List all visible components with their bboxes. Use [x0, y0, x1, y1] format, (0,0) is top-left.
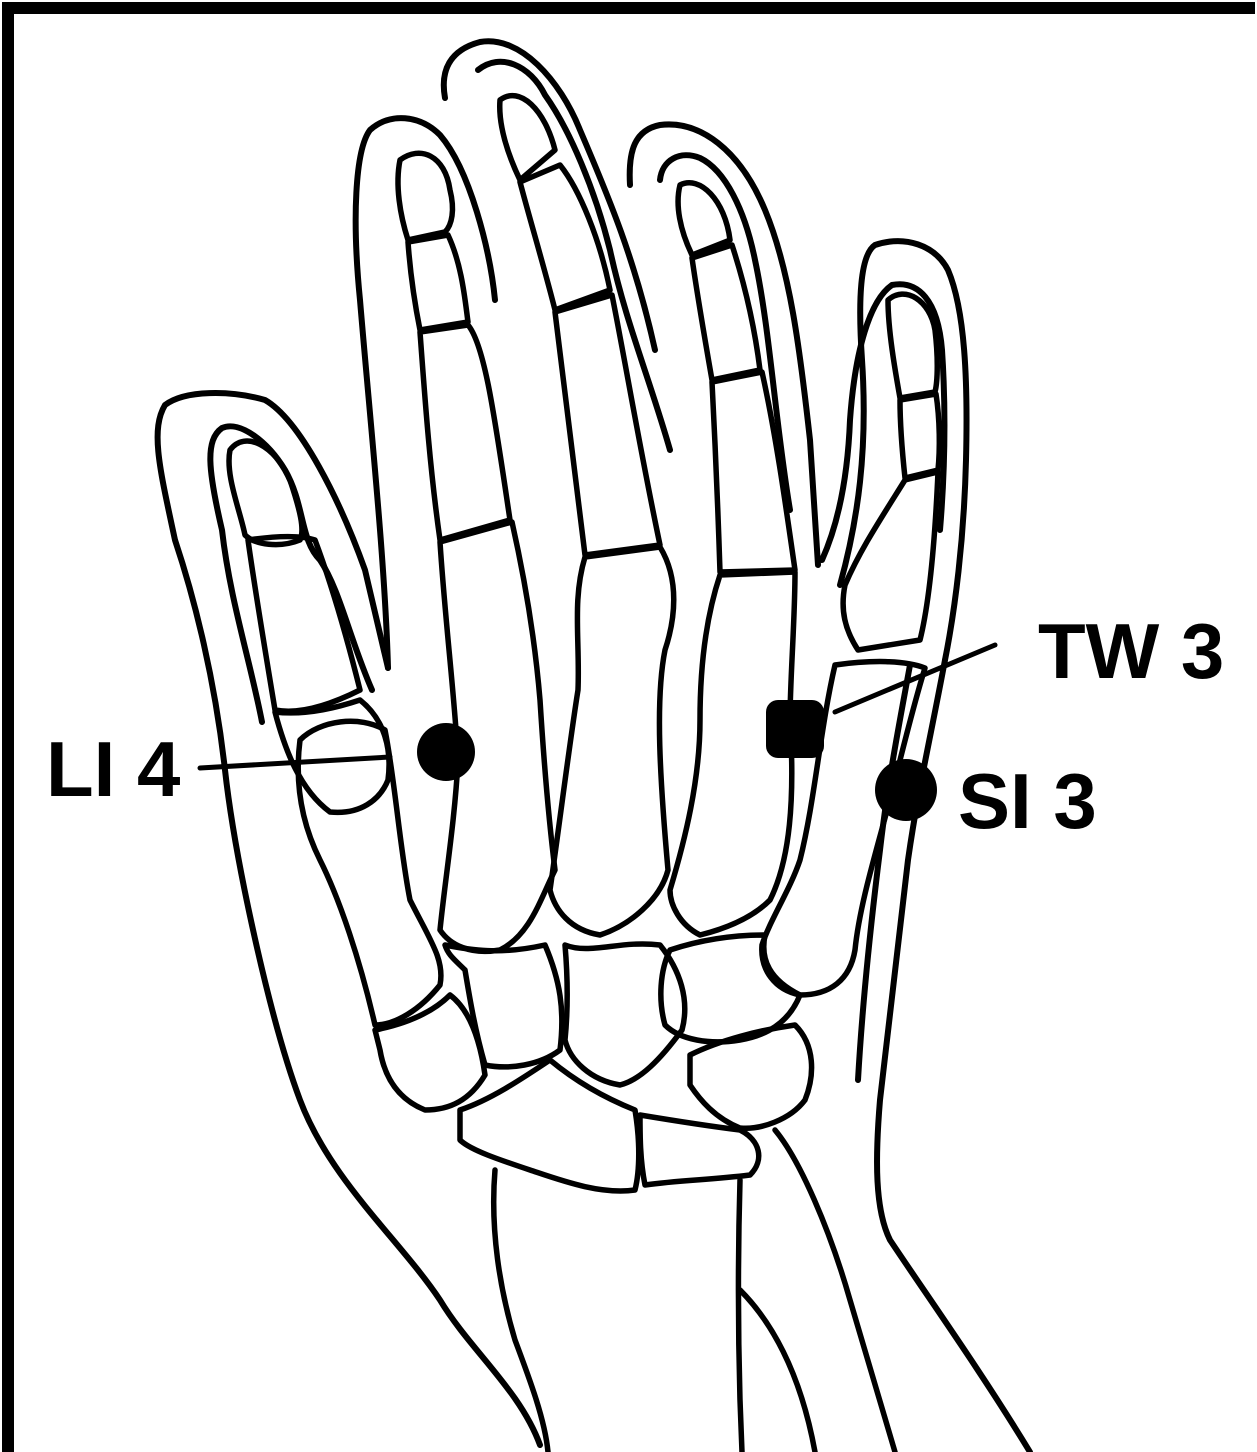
frame-border	[8, 8, 1255, 1452]
si3-label: SI 3	[958, 757, 1097, 845]
tw3-label: TW 3	[1038, 607, 1224, 695]
acupoint-li4: LI 4	[46, 723, 475, 813]
acupoint-tw3: TW 3	[766, 607, 1224, 758]
li4-label: LI 4	[46, 725, 180, 813]
tw3-point	[766, 700, 824, 758]
acupoint-si3: SI 3	[875, 757, 1097, 845]
li4-point	[417, 723, 475, 781]
si3-point	[875, 759, 937, 821]
hand-bones	[229, 96, 939, 1452]
